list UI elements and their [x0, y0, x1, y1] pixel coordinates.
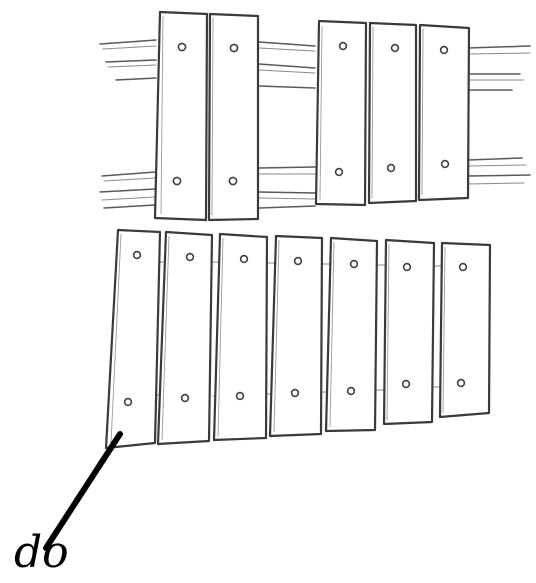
upper-right-bar-group: [314, 19, 471, 207]
xylophone-bar: [156, 230, 214, 446]
xylophone-bar: [104, 228, 162, 450]
upper-left-bar-group: [153, 10, 260, 222]
xylophone-bar: [417, 23, 471, 202]
xylophone-bar: [268, 234, 324, 438]
xylophone-bar: [438, 241, 492, 419]
xylophone-bar: [314, 19, 368, 207]
xylophone-bar: [207, 12, 260, 222]
note-pointer-line: [43, 431, 123, 551]
xylophone-bar: [324, 236, 379, 433]
upper-middle-rails: [258, 41, 316, 209]
lower-bar-group: [104, 228, 492, 450]
xylophone-bar: [212, 232, 269, 442]
upper-right-rails: [467, 45, 531, 185]
xylophone-bar: [382, 238, 436, 426]
upper-left-rails: [99, 39, 157, 209]
note-label: do: [14, 527, 69, 578]
xylophone-bar: [153, 10, 209, 222]
xylophone-bar: [367, 21, 418, 205]
